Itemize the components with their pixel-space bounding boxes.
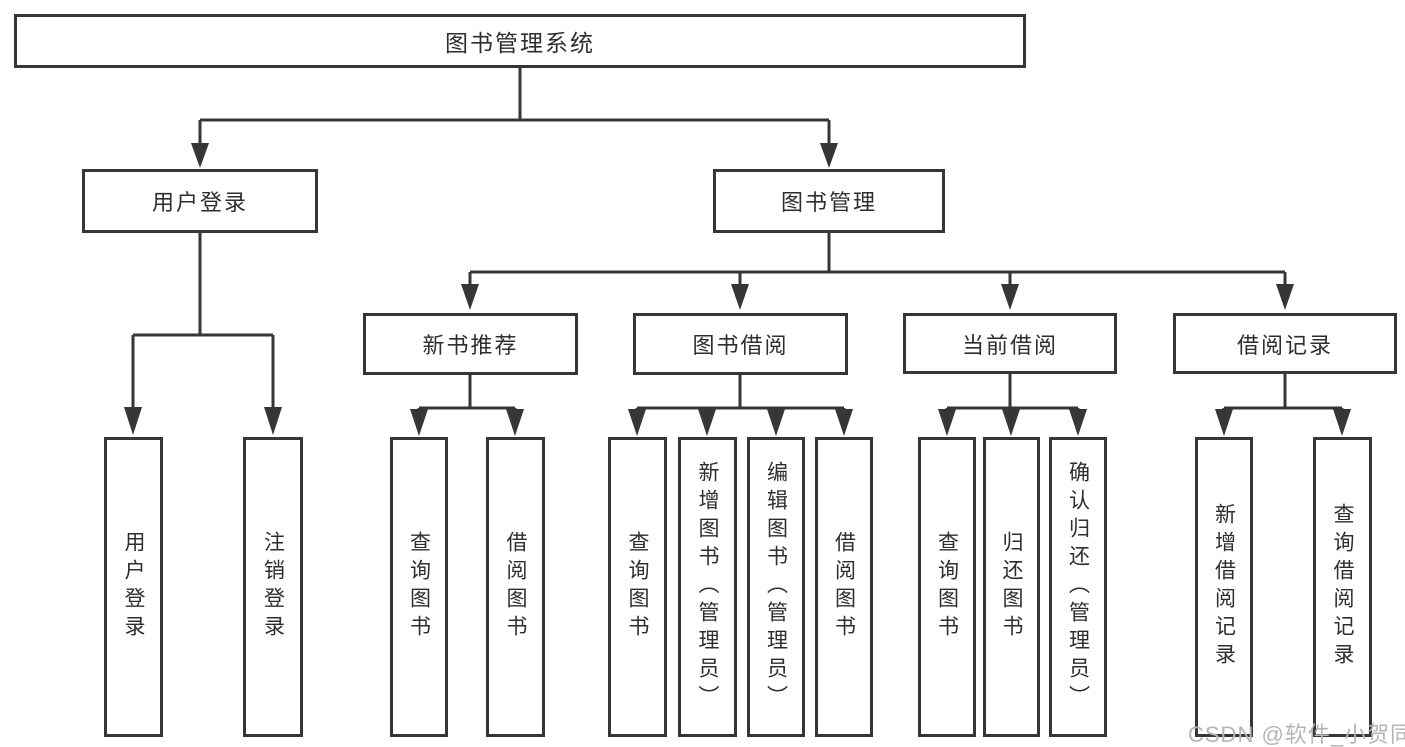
arrow-down-icon — [1069, 409, 1087, 436]
node-user-login: 用户登录 — [82, 169, 318, 233]
leaf-return-book: 归还图书 — [983, 437, 1040, 737]
node-new-book-recommendation: 新书推荐 — [363, 313, 578, 375]
node-label: 归还图书 — [1000, 531, 1023, 643]
connector-book-borrow-branch — [635, 375, 846, 412]
leaf-borrow-books: 借阅图书 — [815, 437, 873, 737]
arrow-down-icon — [938, 409, 956, 436]
node-label: 查询图书 — [626, 531, 649, 643]
arrow-down-icon — [1002, 409, 1020, 436]
node-label: 查询图书 — [407, 531, 431, 643]
arrow-down-icon — [628, 409, 646, 436]
leaf-user-login: 用户登录 — [104, 437, 163, 737]
node-label: 新书推荐 — [422, 333, 519, 358]
node-book-borrowing: 图书借阅 — [633, 313, 848, 375]
leaf-query-books-recommend: 查询图书 — [390, 437, 448, 737]
leaf-logout: 注销登录 — [243, 437, 303, 737]
node-label: 借阅记录 — [1236, 332, 1333, 358]
leaf-add-borrow-record: 新增借阅记录 — [1195, 437, 1253, 737]
node-label: 用户登录 — [151, 190, 248, 215]
arrow-down-icon — [1276, 284, 1294, 310]
leaf-edit-book-admin: 编辑图书（管理员） — [747, 437, 805, 737]
arrow-down-icon — [1001, 284, 1019, 310]
arrow-down-icon — [461, 284, 479, 310]
node-label: 注销登录 — [261, 531, 285, 643]
node-label: 查询借阅记录 — [1331, 503, 1354, 671]
csdn-watermark: CSDN @软件_小贺同学 — [1188, 722, 1405, 747]
arrow-down-icon — [820, 143, 838, 168]
node-root-library-system: 图书管理系统 — [14, 14, 1026, 68]
node-label: 确认归还（管理员） — [1066, 461, 1090, 713]
connector-user-login-branch — [131, 233, 275, 410]
arrow-down-icon — [410, 409, 428, 436]
leaf-borrow-books-recommend: 借阅图书 — [486, 437, 545, 737]
arrow-down-icon — [731, 284, 749, 310]
node-book-management: 图书管理 — [713, 169, 945, 233]
node-label: 新增借阅记录 — [1212, 503, 1236, 671]
arrow-down-icon — [767, 409, 785, 436]
leaf-query-books-borrow: 查询图书 — [608, 437, 667, 737]
node-label: 借阅图书 — [832, 531, 856, 643]
connector-book-mgmt-branch — [468, 233, 1287, 287]
leaf-query-borrow-record: 查询借阅记录 — [1313, 437, 1372, 737]
node-label: 借阅图书 — [504, 531, 527, 643]
node-label: 编辑图书（管理员） — [764, 461, 788, 713]
node-label: 用户登录 — [122, 531, 145, 643]
node-label: 查询图书 — [935, 531, 959, 643]
arrow-down-icon — [1333, 409, 1351, 436]
connector-new-book-branch — [417, 375, 517, 412]
connector-borrow-records-branch — [1222, 374, 1344, 412]
node-current-borrowing: 当前借阅 — [903, 313, 1117, 374]
node-label: 图书管理 — [780, 190, 877, 215]
arrow-down-icon — [124, 407, 142, 435]
leaf-query-books-current: 查询图书 — [918, 437, 976, 737]
node-label: 图书管理系统 — [445, 30, 595, 56]
arrow-down-icon — [835, 409, 853, 436]
arrow-down-icon — [506, 409, 524, 436]
connector-root-to-level2 — [198, 68, 831, 146]
connector-current-borrow-branch — [945, 374, 1080, 412]
node-label: 图书借阅 — [692, 333, 789, 358]
leaf-add-book-admin: 新增图书（管理员） — [678, 437, 737, 737]
arrow-down-icon — [698, 409, 716, 436]
node-label: 当前借阅 — [961, 332, 1058, 358]
node-borrowing-records: 借阅记录 — [1173, 313, 1397, 374]
node-label: 新增图书（管理员） — [696, 461, 719, 713]
arrow-down-icon — [1215, 409, 1233, 436]
leaf-confirm-return-admin: 确认归还（管理员） — [1049, 437, 1107, 737]
arrow-down-icon — [264, 407, 282, 435]
arrow-down-icon — [191, 143, 209, 168]
